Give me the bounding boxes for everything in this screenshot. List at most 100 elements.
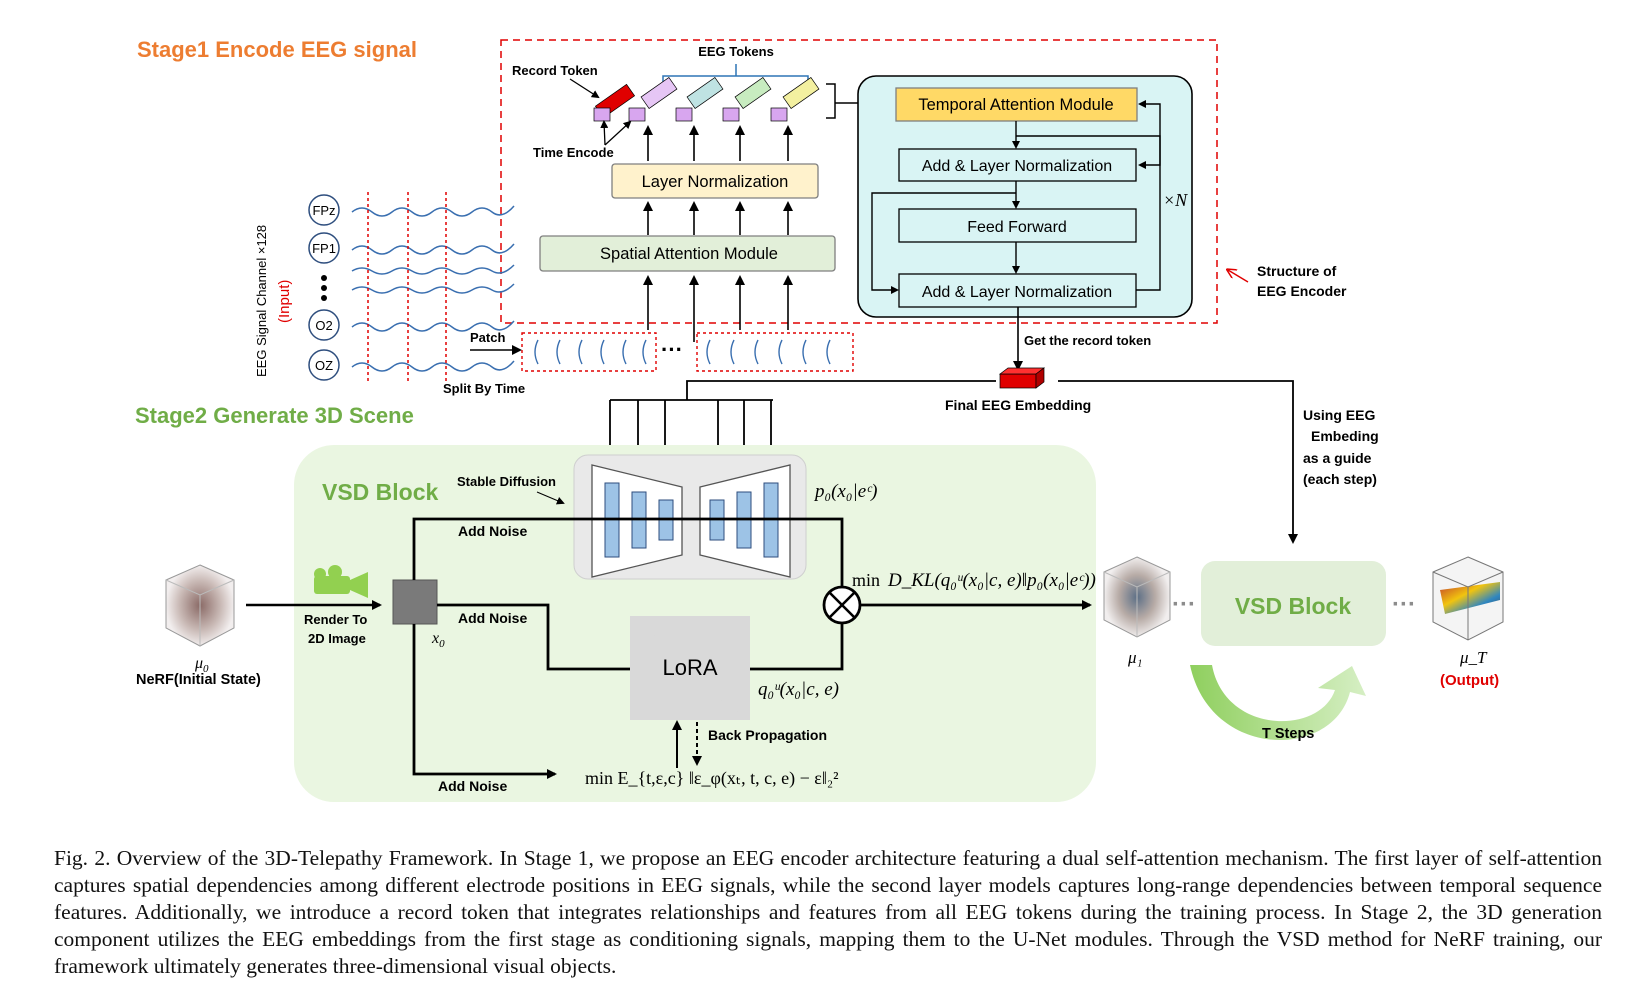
- stage1-title: Stage1 Encode EEG signal: [137, 37, 417, 62]
- loop-connection: [1136, 100, 1161, 291]
- time-encode-pointer-2: [600, 120, 609, 146]
- record-token-label: Record Token: [512, 63, 598, 78]
- guide-line-1: Using EEG: [1303, 407, 1375, 423]
- nerf-initial-cube: [165, 564, 235, 647]
- lora-output-path: [750, 622, 844, 671]
- time-split-lines: [367, 192, 447, 382]
- nerf-mu-label: μ0: [194, 655, 209, 675]
- loss-formula: min E_{t,ε,c} ‖ε_φ(xₜ, t, c, e) − ε‖₂²: [585, 768, 839, 789]
- add-noise-label-top: Add Noise: [458, 523, 527, 539]
- layer-normalization-label: Layer Normalization: [642, 173, 789, 191]
- render-label-line2: 2D Image: [308, 631, 366, 646]
- add-noise-label-middle: Add Noise: [458, 610, 527, 626]
- mu1-label: μ₁: [1127, 648, 1142, 667]
- ellipsis-right: ···: [1392, 591, 1416, 618]
- back-propagation-label: Back Propagation: [708, 727, 827, 743]
- feed-forward-box: [898, 208, 1137, 243]
- figure-caption: Fig. 2. Overview of the 3D-Telepathy Fra…: [54, 846, 1602, 978]
- stable-diffusion-pointer: [536, 491, 565, 505]
- x0-label: x0: [431, 630, 445, 650]
- channel-circles: FPz FP1 O2 OZ: [308, 194, 340, 381]
- kl-formula-body: D_KL(q₀ᵘ(x₀|c, e)‖p₀(x₀|eᶜ)): [887, 570, 1096, 591]
- t-steps-label: T Steps: [1262, 726, 1314, 742]
- nerf-step1-cube: [1103, 556, 1171, 638]
- channel-oz-label: OZ: [315, 358, 333, 373]
- mu-t-label: μ_T: [1459, 648, 1488, 667]
- time-encode-pointer-1: [604, 120, 632, 146]
- eeg-token-1: [628, 77, 678, 122]
- eeg-token-3: [722, 77, 772, 122]
- nerf-output-cube: [1432, 556, 1504, 641]
- guide-line-4: (each step): [1303, 471, 1377, 487]
- q0-formula: q₀ᵘ(x₀|c, e): [758, 679, 839, 700]
- vsd-block-title: VSD Block: [322, 479, 439, 505]
- vsd-block-right: [1201, 561, 1386, 646]
- record-token: [593, 83, 636, 122]
- channel-fpz-label: FPz: [312, 203, 335, 218]
- patch-group-1-waves: [534, 339, 647, 365]
- guide-label: Using EEG Embeding as a guide (each step…: [1303, 407, 1379, 487]
- final-eeg-embedding-token: [998, 367, 1046, 389]
- lora-label: LoRA: [662, 655, 717, 680]
- temporal-attention-box: [895, 87, 1138, 122]
- noise-path-bottom: [412, 624, 557, 779]
- stage2-title: Stage2 Generate 3D Scene: [135, 403, 414, 428]
- patch-group-1: [521, 332, 657, 372]
- patch-group-2: [696, 332, 854, 372]
- input-axis-label: EEG Signal Channel ×128: [254, 225, 269, 377]
- tokens-bracket: [826, 83, 836, 119]
- t-steps-arrow: [1190, 665, 1366, 741]
- channel-dot: [321, 295, 327, 301]
- embedding-guide-line: [1058, 380, 1298, 544]
- channel-fp1-label: FP1: [312, 241, 336, 256]
- channel-dot: [321, 285, 327, 291]
- vsd-block-right-label: VSD Block: [1235, 593, 1352, 619]
- add-norm-label-1: Add & Layer Normalization: [922, 158, 1112, 175]
- eeg-tokens-label: EEG Tokens: [698, 44, 774, 59]
- add-norm-box-1: [898, 148, 1137, 182]
- residual-connection-2: [871, 192, 1016, 294]
- add-norm-label-2: Add & Layer Normalization: [922, 284, 1112, 301]
- input-tag: (Input): [276, 280, 293, 323]
- layer-normalization-box: [611, 163, 819, 199]
- p0-formula: p₀(x₀|eᶜ): [813, 481, 877, 502]
- noise-path-middle: [437, 603, 632, 671]
- guide-line-3: as a guide: [1303, 450, 1372, 466]
- embedding-to-unet-line: [610, 380, 996, 401]
- structure-label-line2: EEG Encoder: [1257, 283, 1347, 299]
- rendered-image-x0: [392, 579, 438, 625]
- structure-label-line1: Structure of: [1257, 263, 1337, 279]
- patch-group-2-waves: [706, 339, 831, 365]
- split-by-time-label: Split By Time: [443, 381, 525, 396]
- temporal-attention-label: Temporal Attention Module: [918, 96, 1113, 114]
- ellipsis-left: ···: [1172, 591, 1196, 618]
- channel-oz: [308, 349, 340, 381]
- channel-fp1: [308, 232, 340, 264]
- layernorm-to-tokens-arrows: [643, 125, 793, 161]
- spatial-attention-label: Spatial Attention Module: [600, 245, 778, 263]
- render-label-line1: Render To: [304, 612, 367, 627]
- times-n-label: ×N: [1163, 190, 1188, 210]
- patches-to-spatial-arrows: [643, 275, 793, 342]
- record-token-pointer: [569, 78, 600, 99]
- time-encode-label: Time Encode: [533, 145, 614, 160]
- channel-o2-label: O2: [315, 318, 332, 333]
- structure-pointer: [1228, 270, 1249, 283]
- encoder-boundary: [500, 39, 1218, 324]
- add-noise-label-bottom: Add Noise: [438, 778, 507, 794]
- nerf-initial-label: NeRF(Initial State): [136, 672, 261, 688]
- noise-path-top: [412, 517, 844, 586]
- channel-fpz: [308, 194, 340, 226]
- spatial-to-layernorm-arrows: [643, 201, 793, 235]
- spatial-attention-box: [539, 235, 836, 272]
- combine-operator-icon: [822, 585, 862, 625]
- eeg-token-4: [770, 77, 820, 122]
- eeg-waveforms: [351, 205, 515, 372]
- channel-o2: [308, 309, 340, 341]
- guide-line-2: Embeding: [1311, 428, 1379, 444]
- channel-dot: [321, 275, 327, 281]
- eeg-token-2: [675, 77, 724, 122]
- feed-forward-label: Feed Forward: [967, 219, 1067, 236]
- camera-icon: [314, 565, 368, 598]
